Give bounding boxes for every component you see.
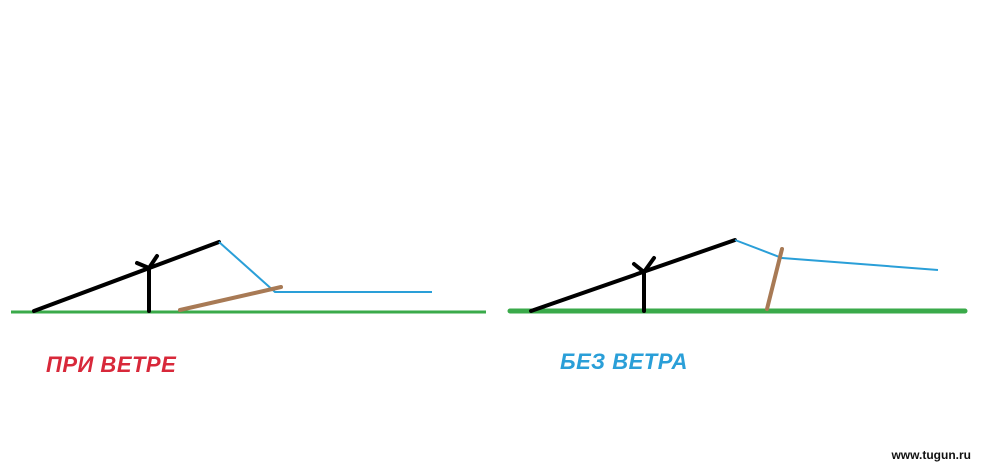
rod-holder-fork-a-left bbox=[135, 261, 151, 270]
watermark: www.tugun.ru bbox=[891, 448, 971, 462]
fishing-line-left bbox=[218, 241, 432, 293]
fishing-rod-right bbox=[529, 238, 737, 313]
caption-with-wind: ПРИ ВЕТРЕ bbox=[46, 352, 177, 377]
rod-holder-fork-b-right bbox=[642, 256, 656, 274]
rod-holder-fork-a-right bbox=[632, 262, 646, 274]
scene-without-wind bbox=[507, 238, 968, 314]
signal-stick-left bbox=[178, 285, 283, 312]
signal-stick-right bbox=[765, 247, 784, 311]
fishing-rod-left bbox=[32, 240, 221, 313]
rod-holder-fork-b-left bbox=[147, 254, 159, 270]
rod-holder-right bbox=[632, 256, 656, 313]
caption-without-wind: БЕЗ ВЕТРА bbox=[560, 349, 688, 374]
fishing-line-right bbox=[734, 239, 939, 271]
scene-with-wind bbox=[11, 240, 486, 314]
rod-holder-left bbox=[135, 254, 159, 313]
